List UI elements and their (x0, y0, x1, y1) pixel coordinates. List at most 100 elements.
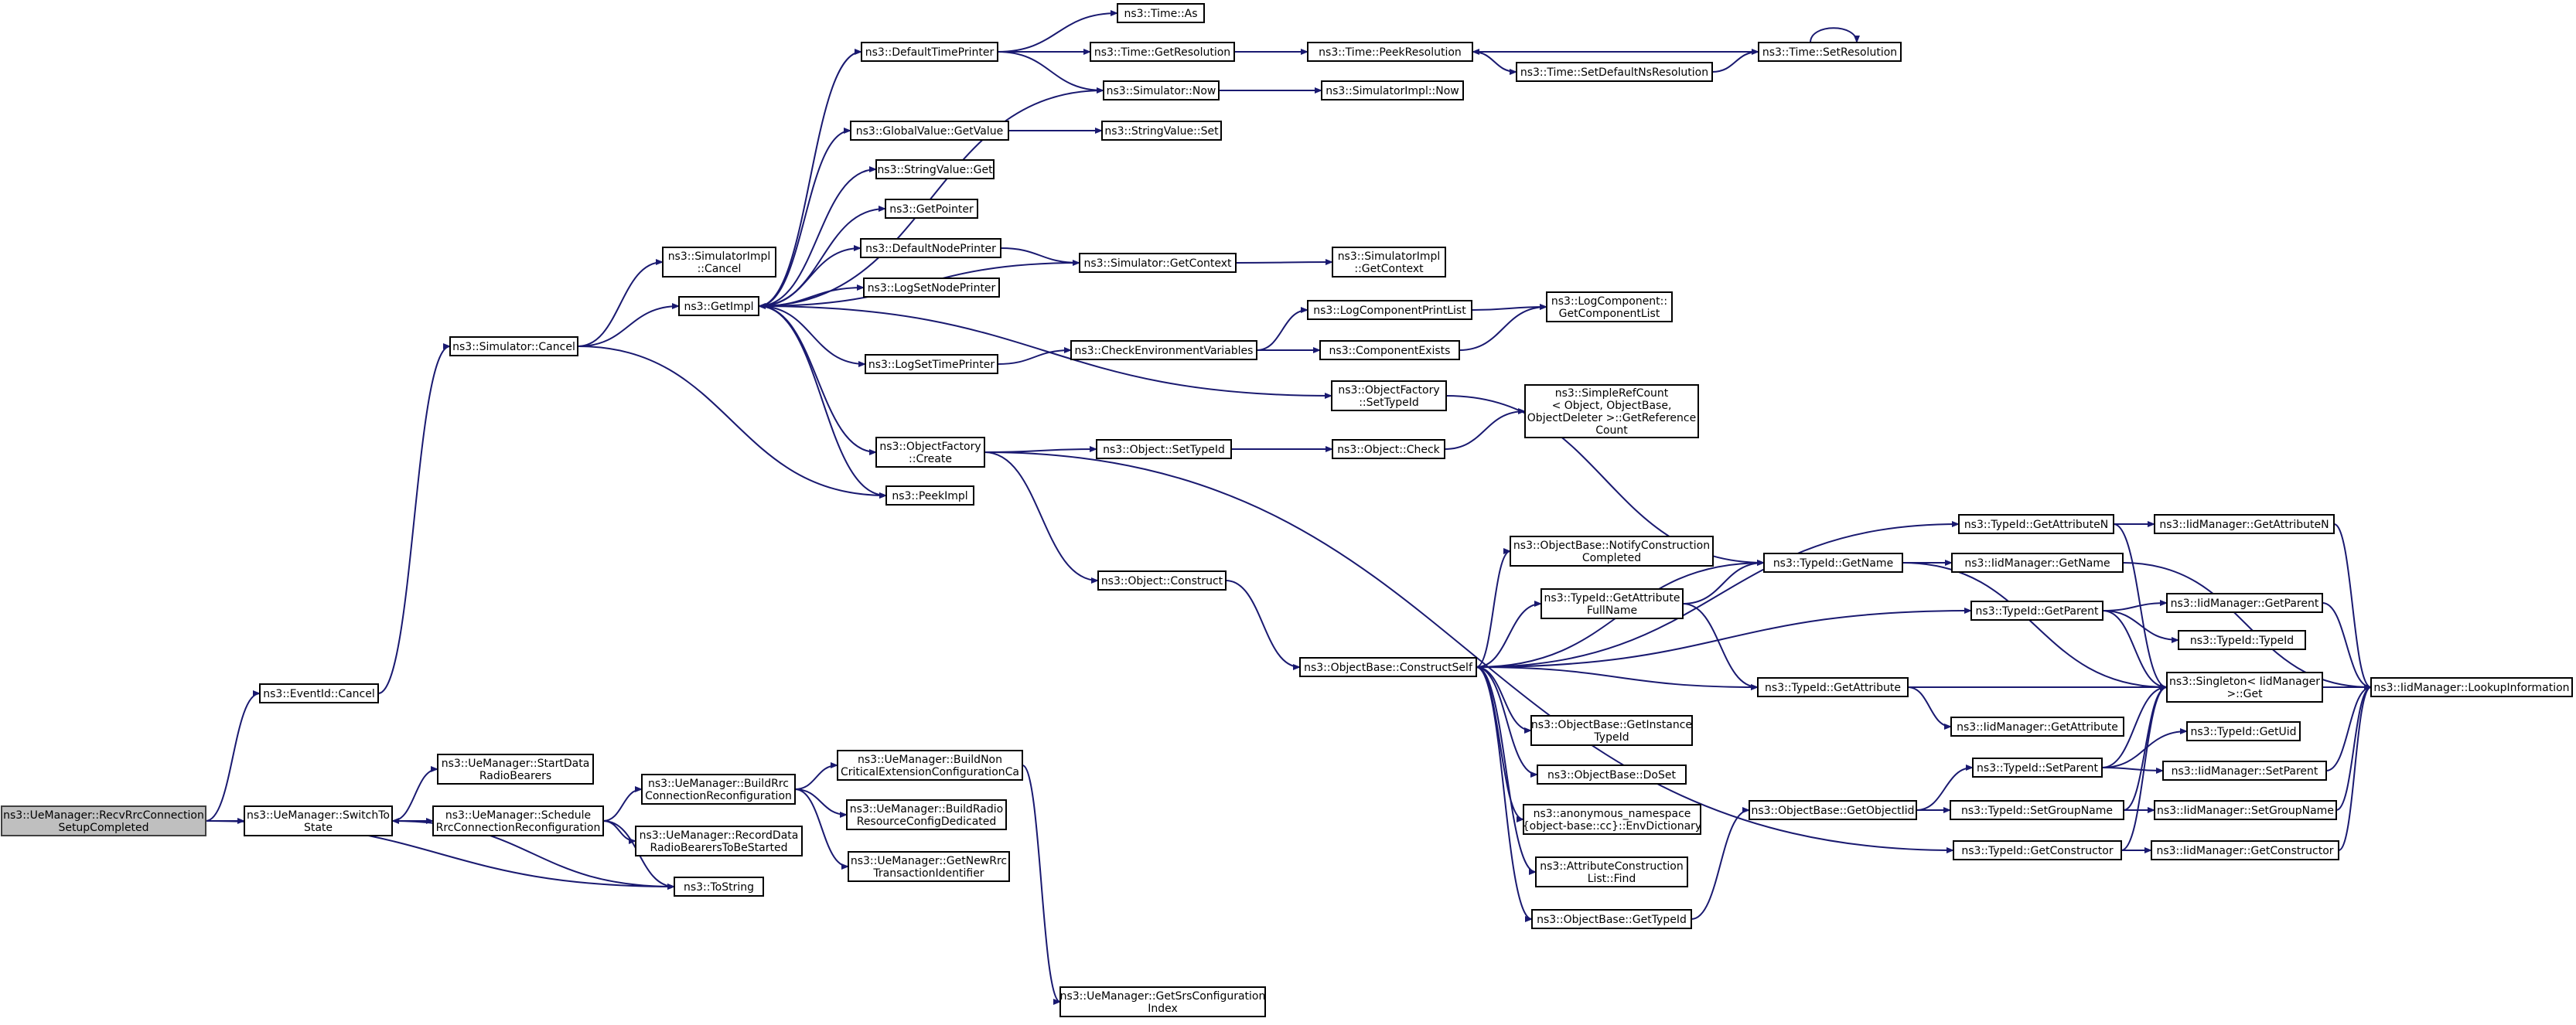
node-typeidgetattribute[interactable]: ns3::TypeId::GetAttribute (1757, 677, 1909, 697)
node-iidsetparent[interactable]: ns3::IidManager::SetParent (2162, 761, 2327, 781)
node-label: SetupCompleted (58, 822, 148, 834)
node-box (1516, 62, 1713, 82)
node-stringvalueget[interactable]: ns3::StringValue::Get (875, 159, 995, 179)
node-box (2154, 514, 2335, 534)
node-logsettimeprinter[interactable]: ns3::LogSetTimePrinter (865, 354, 998, 374)
node-objsettypeid[interactable]: ns3::Object::SetTypeId (1096, 439, 1232, 459)
node-logcompgetlist[interactable]: ns3::LogComponent::GetComponentList (1546, 291, 1673, 322)
node-label: ns3::StringValue::Set (1104, 125, 1219, 138)
node-defaulttimeprinter[interactable]: ns3::DefaultTimePrinter (861, 42, 998, 62)
node-typeidgetconstructor[interactable]: ns3::TypeId::GetConstructor (1953, 840, 2122, 860)
node-simgetcontext[interactable]: ns3::Simulator::GetContext (1079, 253, 1237, 273)
node-buildradio[interactable]: ns3::UeManager::BuildRadioResourceConfig… (846, 799, 1007, 830)
node-typeidgetparent[interactable]: ns3::TypeId::GetParent (1970, 601, 2103, 621)
node-timeas[interactable]: ns3::Time::As (1117, 3, 1205, 23)
node-timesetdefaultns[interactable]: ns3::Time::SetDefaultNsResolution (1516, 62, 1713, 82)
node-logcompprintlist[interactable]: ns3::LogComponentPrintList (1307, 300, 1472, 320)
call-edge-iidgetparent-to-iidlookup (2322, 602, 2372, 690)
node-simplerefcount[interactable]: ns3::SimpleRefCount< Object, ObjectBase,… (1524, 384, 1699, 438)
node-box (432, 805, 604, 836)
node-root[interactable]: ns3::UeManager::RecvRrcConnectionSetupCo… (1, 805, 206, 836)
node-envdictionary[interactable]: ns3::anonymous_namespace{object-base::cc… (1523, 804, 1701, 835)
node-checkenv[interactable]: ns3::CheckEnvironmentVariables (1070, 340, 1257, 360)
node-logsetnodeprinter[interactable]: ns3::LogSetNodePrinter (863, 278, 1000, 298)
node-iidsetgroupname[interactable]: ns3::IidManager::SetGroupName (2154, 800, 2337, 820)
node-typeidgetattrn[interactable]: ns3::TypeId::GetAttributeN (1958, 514, 2114, 534)
node-box (848, 851, 1010, 882)
node-compexists[interactable]: ns3::ComponentExists (1319, 340, 1460, 360)
node-typeidgetuid[interactable]: ns3::TypeId::GetUid (2186, 721, 2301, 741)
node-typeidtypeid[interactable]: ns3::TypeId::TypeId (2178, 630, 2306, 650)
node-typeidgetname[interactable]: ns3::TypeId::GetName (1763, 553, 1903, 573)
node-box (1537, 764, 1687, 785)
node-simimplgetctx[interactable]: ns3::SimulatorImpl::GetContext (1332, 247, 1446, 278)
node-tostring[interactable]: ns3::ToString (674, 877, 764, 897)
node-typeidsetgroupname[interactable]: ns3::TypeId::SetGroupName (1950, 800, 2124, 820)
node-label: ns3::AttributeConstruction (1540, 860, 1683, 873)
node-box (1307, 42, 1473, 62)
node-iidgetname[interactable]: ns3::IidManager::GetName (1951, 553, 2124, 573)
node-box (1524, 384, 1699, 438)
node-getimpl[interactable]: ns3::GetImpl (678, 296, 759, 316)
node-simnow[interactable]: ns3::Simulator::Now (1103, 80, 1220, 100)
node-timepeekres[interactable]: ns3::Time::PeekResolution (1307, 42, 1473, 62)
node-globalvalue[interactable]: ns3::GlobalValue::GetValue (850, 121, 1009, 141)
node-box (1763, 553, 1903, 573)
node-objbaseconstructself[interactable]: ns3::ObjectBase::ConstructSelf (1299, 657, 1477, 677)
node-eventid[interactable]: ns3::EventId::Cancel (259, 683, 379, 703)
node-box (1103, 80, 1220, 100)
call-nodes: ns3::UeManager::RecvRrcConnectionSetupCo… (1, 3, 2573, 1017)
node-defaultnodeprinter[interactable]: ns3::DefaultNodePrinter (860, 238, 1001, 258)
node-label: ns3::LogSetNodePrinter (868, 282, 996, 295)
node-recorddata[interactable]: ns3::UeManager::RecordDataRadioBearersTo… (635, 826, 803, 856)
node-iidgetattrn[interactable]: ns3::IidManager::GetAttributeN (2154, 514, 2335, 534)
node-objfactcreate[interactable]: ns3::ObjectFactory::Create (875, 437, 985, 468)
node-label: ns3::CheckEnvironmentVariables (1075, 345, 1254, 357)
node-simimplcancel[interactable]: ns3::SimulatorImpl::Cancel (662, 247, 776, 278)
node-label: ns3::TypeId::TypeId (2190, 635, 2294, 647)
node-timesetres[interactable]: ns3::Time::SetResolution (1758, 42, 1902, 62)
node-box (437, 754, 594, 785)
node-stringvalueset[interactable]: ns3::StringValue::Set (1101, 121, 1222, 141)
node-objfactsettypeid[interactable]: ns3::ObjectFactory::SetTypeId (1331, 380, 1447, 411)
call-edge-getimpl-to-defaultnodeprinter (758, 245, 862, 307)
node-getnewrrc[interactable]: ns3::UeManager::GetNewRrcTransactionIden… (848, 851, 1010, 882)
node-timegetres[interactable]: ns3::Time::GetResolution (1090, 42, 1235, 62)
node-iidlookup[interactable]: ns3::IidManager::LookupInformation (2370, 677, 2573, 697)
call-edge-buildrrc-to-buildradio (794, 788, 848, 818)
node-simcancel[interactable]: ns3::Simulator::Cancel (449, 336, 578, 356)
node-box (1953, 840, 2122, 860)
node-schedule[interactable]: ns3::UeManager::ScheduleRrcConnectionRec… (432, 805, 604, 836)
node-label: ns3::SimpleRefCount (1555, 387, 1669, 400)
node-singletonget[interactable]: ns3::Singleton< IidManager>::Get (2166, 672, 2323, 703)
node-iidgetattribute[interactable]: ns3::IidManager::GetAttribute (1950, 717, 2124, 737)
node-box (1757, 677, 1909, 697)
node-iidgetconstructor[interactable]: ns3::IidManager::GetConstructor (2151, 840, 2339, 860)
node-peekimpl[interactable]: ns3::PeekImpl (885, 485, 974, 506)
node-box (641, 774, 796, 805)
node-buildnon[interactable]: ns3::UeManager::BuildNonCriticalExtensio… (837, 750, 1023, 781)
node-getpointer[interactable]: ns3::GetPointer (885, 199, 978, 219)
node-box (1332, 439, 1445, 459)
node-objbasegetobjectiid[interactable]: ns3::ObjectBase::GetObjectIid (1749, 800, 1917, 820)
node-buildrrc[interactable]: ns3::UeManager::BuildRrcConnectionReconf… (641, 774, 796, 805)
node-objbasegettypeid[interactable]: ns3::ObjectBase::GetTypeId (1531, 909, 1692, 929)
node-doset[interactable]: ns3::ObjectBase::DoSet (1537, 764, 1687, 785)
node-objconstruct[interactable]: ns3::Object::Construct (1097, 570, 1227, 591)
node-objcheck[interactable]: ns3::Object::Check (1332, 439, 1445, 459)
node-box (875, 159, 995, 179)
node-iidgetparent[interactable]: ns3::IidManager::GetParent (2166, 593, 2323, 613)
node-box (2186, 721, 2301, 741)
node-box (1531, 909, 1692, 929)
node-simimplnow[interactable]: ns3::SimulatorImpl::Now (1321, 80, 1464, 100)
node-box (259, 683, 379, 703)
call-edge-getimpl-to-defaulttimeprinter (758, 49, 862, 307)
node-typeidsetparent[interactable]: ns3::TypeId::SetParent (1972, 758, 2103, 778)
node-notifyconstruction[interactable]: ns3::ObjectBase::NotifyConstructionCompl… (1510, 536, 1714, 567)
